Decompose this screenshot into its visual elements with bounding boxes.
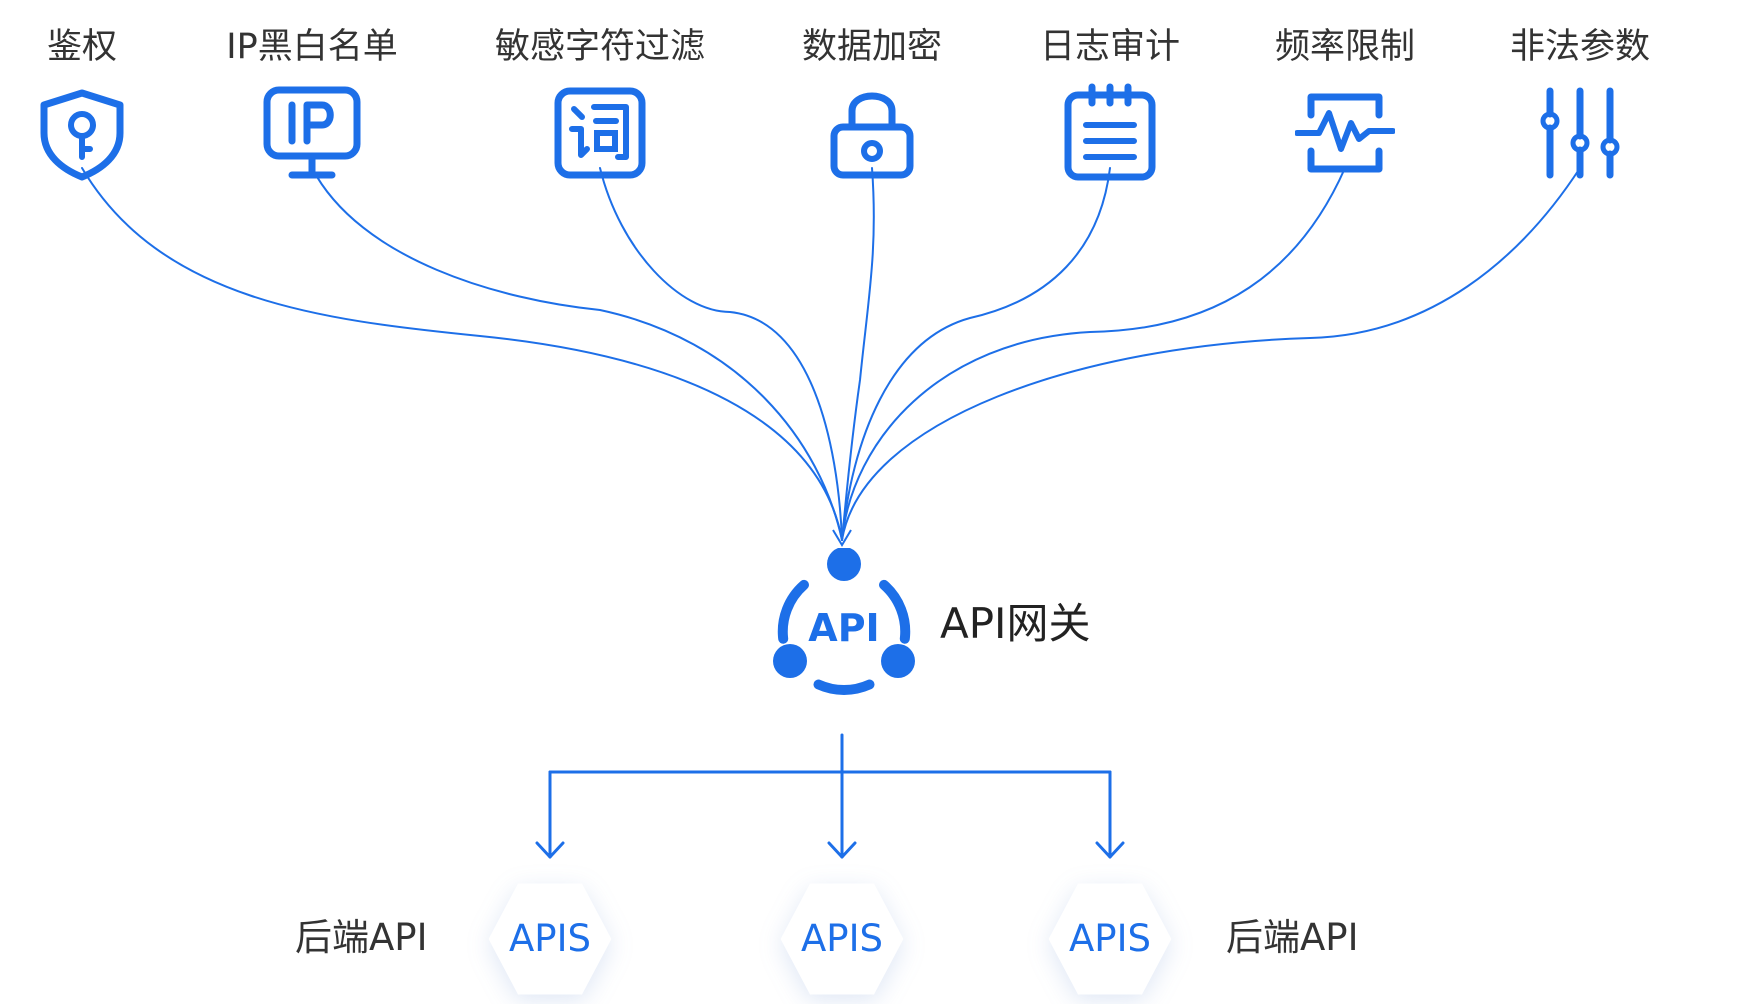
arrow-head-center bbox=[827, 841, 857, 859]
backend-label-right: 后端API bbox=[1226, 916, 1359, 959]
connector-ip bbox=[311, 167, 843, 541]
connector-word bbox=[599, 167, 843, 541]
arrow-head-left bbox=[535, 841, 565, 859]
feature-label-auth: 鉴权 bbox=[46, 27, 117, 67]
feature-label-params: 非法参数 bbox=[1509, 27, 1650, 67]
connector-params bbox=[841, 167, 1581, 541]
backend-label-left: 后端API bbox=[295, 916, 428, 959]
gateway-icon-text: API bbox=[808, 606, 879, 650]
backend-node-2: APIS bbox=[778, 880, 906, 998]
api-gateway-icon: API bbox=[773, 548, 915, 695]
notepad-icon bbox=[1064, 83, 1156, 181]
connector-rate bbox=[841, 167, 1346, 541]
gateway-node-left bbox=[773, 644, 807, 678]
feature-label-encrypt: 数据加密 bbox=[801, 27, 942, 67]
gateway-node-right bbox=[881, 644, 915, 678]
connector-encrypt bbox=[841, 167, 875, 541]
backend-node-label: APIS bbox=[800, 917, 884, 960]
ip-monitor-icon bbox=[263, 86, 361, 179]
pulse-icon bbox=[1295, 93, 1395, 173]
connector-auth bbox=[81, 167, 843, 541]
sliders-icon bbox=[1540, 87, 1620, 179]
backend-node-3: APIS bbox=[1046, 880, 1174, 998]
word-filter-icon bbox=[554, 87, 646, 179]
feature-label-word: 敏感字符过滤 bbox=[494, 27, 705, 67]
feature-label-ip: IP黑白名单 bbox=[226, 27, 398, 67]
backend-node-1: APIS bbox=[486, 880, 614, 998]
connector-arrow bbox=[832, 529, 852, 547]
lock-icon bbox=[830, 92, 914, 179]
connector-audit bbox=[841, 167, 1111, 541]
shield-key-icon bbox=[40, 89, 124, 181]
feature-label-rate: 频率限制 bbox=[1274, 27, 1415, 67]
backend-node-label: APIS bbox=[1068, 917, 1152, 960]
backend-node-label: APIS bbox=[508, 917, 592, 960]
feature-label-audit: 日志审计 bbox=[1039, 27, 1180, 67]
gateway-label: API网关 bbox=[940, 599, 1091, 648]
arrow-head-right bbox=[1095, 841, 1125, 859]
gateway-node-top bbox=[827, 548, 861, 581]
